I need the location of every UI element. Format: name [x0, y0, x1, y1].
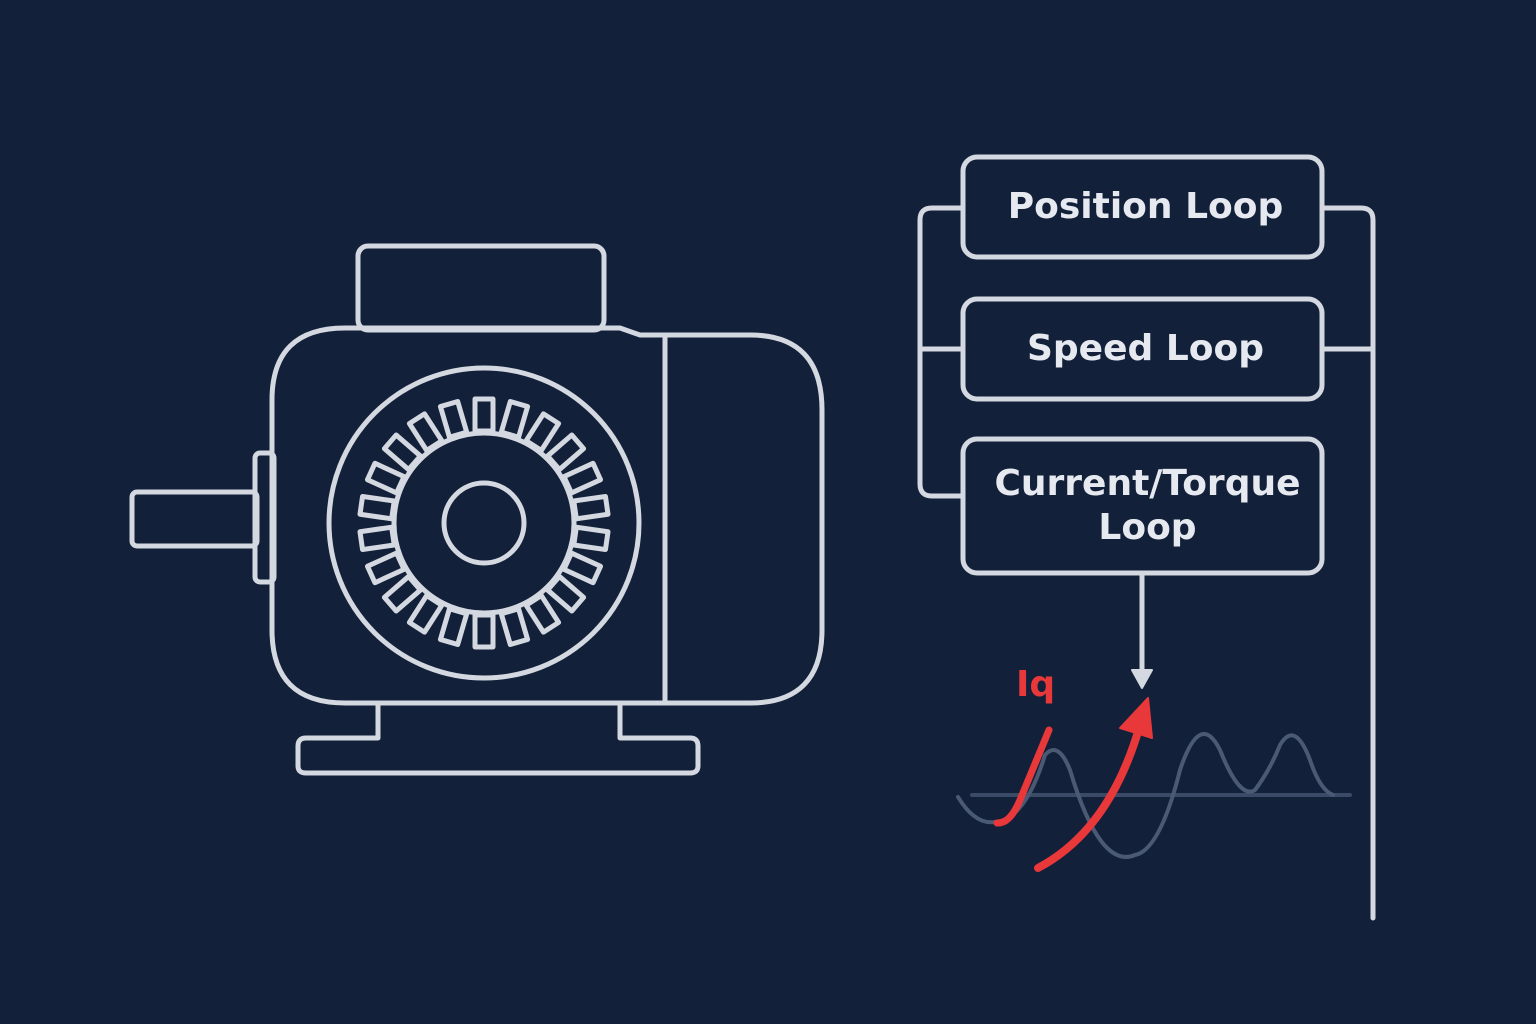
rotor-slot: [357, 524, 397, 553]
rotor-slots: [357, 396, 611, 650]
position-loop-label: Position Loop: [1007, 186, 1284, 227]
rotor-slot: [523, 411, 562, 453]
rotor-slot: [364, 460, 407, 496]
rotor-slot: [523, 593, 562, 635]
iq-signal-curve: [993, 726, 1053, 827]
rotor-slot: [472, 612, 496, 650]
rotor-slot: [498, 398, 531, 440]
motor-hub: [441, 480, 527, 566]
rotor-slot: [406, 411, 445, 453]
rotor-slot: [357, 493, 397, 522]
left-bracket: [917, 205, 966, 499]
rotor-slot: [406, 593, 445, 635]
rotor-slot: [437, 398, 470, 440]
output-arrow-head: [1131, 669, 1153, 689]
iq-rise-arrow: [1034, 721, 1144, 872]
waveform: [956, 732, 1335, 859]
motor-feet: [295, 700, 701, 776]
motor-body: [269, 325, 825, 706]
rotor-core: [391, 430, 577, 616]
rotor-slot: [498, 606, 531, 648]
rotor-slot: [472, 396, 496, 434]
motor-shaft: [129, 489, 260, 549]
rotor-slot: [545, 573, 587, 614]
rotor-slot: [545, 432, 587, 473]
speed-loop-label: Speed Loop: [1026, 328, 1264, 369]
rotor-slot: [561, 460, 604, 496]
rotor-slot: [571, 524, 611, 553]
current-torque-loop-label: Current/Torque Loop: [994, 463, 1301, 548]
rotor-slot: [561, 550, 604, 586]
control-loop-diagram: [917, 154, 1376, 921]
rotor-slot: [437, 606, 470, 648]
iq-signal-label: Iq: [1016, 664, 1056, 705]
rotor-slot: [364, 550, 407, 586]
right-feedback-line: [1319, 205, 1376, 921]
stator-circle: [326, 365, 642, 681]
iq-arrow-head: [1119, 697, 1153, 739]
rotor-slot: [571, 493, 611, 522]
terminal-box: [355, 243, 607, 333]
rotor-slot: [381, 432, 423, 473]
rotor-slot: [381, 573, 423, 614]
motor-illustration: [129, 243, 825, 776]
